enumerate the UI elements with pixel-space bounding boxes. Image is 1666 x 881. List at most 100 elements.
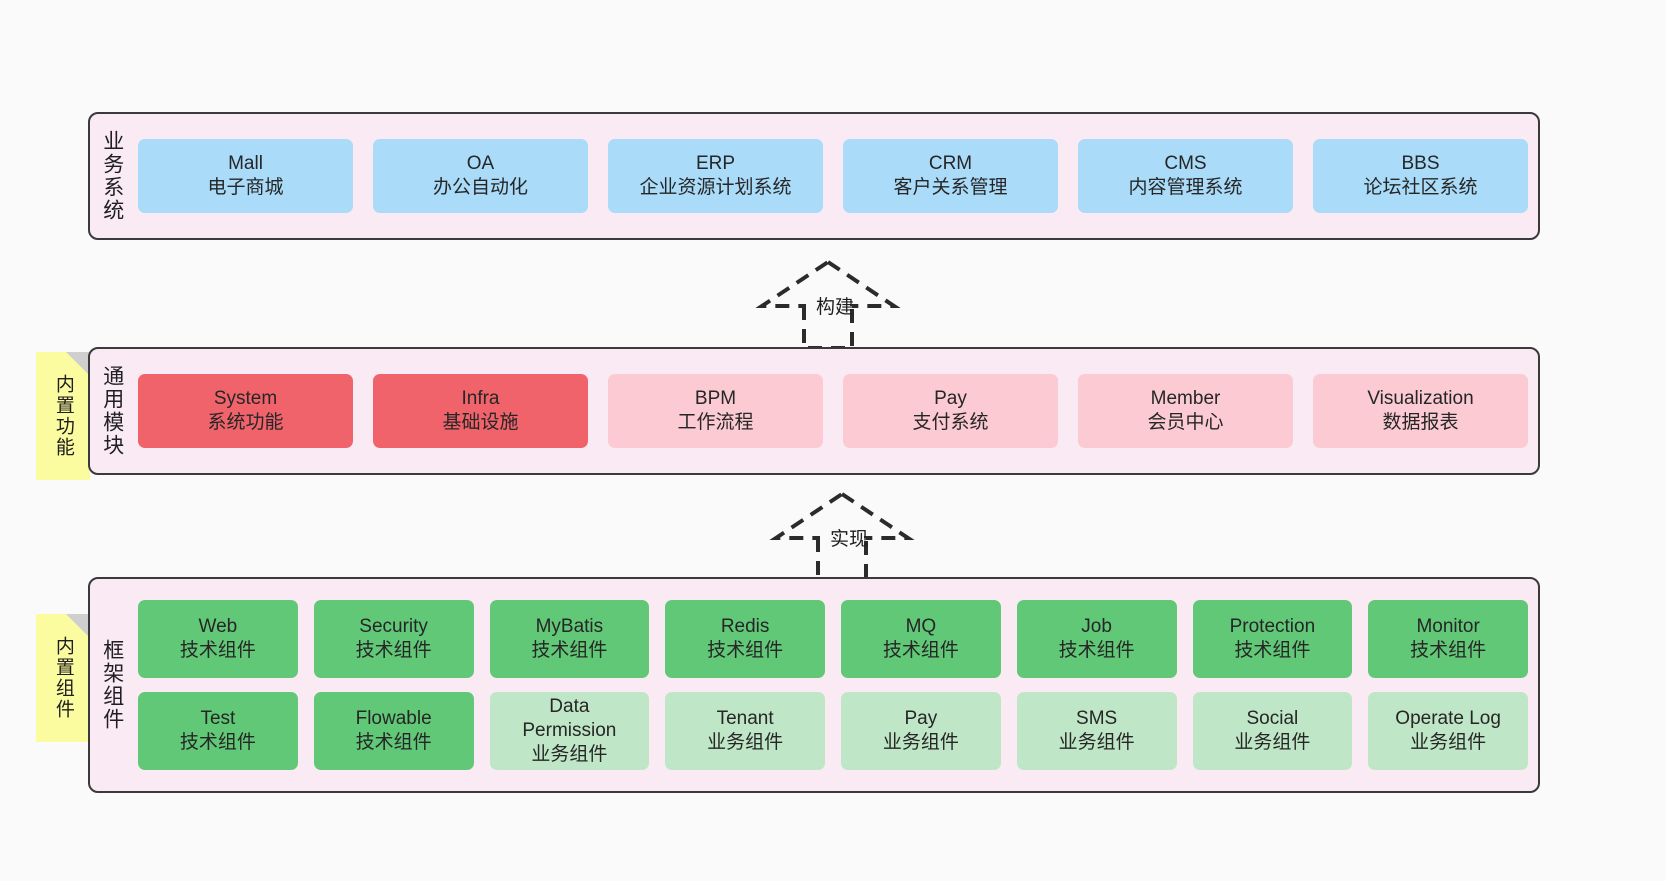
card-title-cn: 企业资源计划系统 bbox=[639, 177, 792, 198]
card-title-cn: 系统功能 bbox=[207, 412, 284, 433]
card-security[interactable]: Security 技术组件 bbox=[313, 600, 474, 678]
note-fold-icon bbox=[66, 352, 90, 376]
card-title-en: Monitor bbox=[1416, 615, 1480, 637]
card-title-en: OA bbox=[466, 152, 495, 174]
card-title-en: Social bbox=[1246, 707, 1299, 729]
card-title-en: BBS bbox=[1401, 152, 1440, 174]
card-title-cn: 基础设施 bbox=[442, 412, 519, 433]
card-row: Web 技术组件 Security 技术组件 MyBatis 技术组件 Redi… bbox=[138, 600, 1528, 678]
card-system[interactable]: System 系统功能 bbox=[138, 374, 353, 448]
card-protection[interactable]: Protection 技术组件 bbox=[1192, 600, 1353, 678]
card-pay[interactable]: Pay 支付系统 bbox=[843, 374, 1058, 448]
card-title-en: Flowable bbox=[355, 707, 432, 729]
layer-title-business-system: 业务系统 bbox=[100, 130, 124, 222]
layer-business-system: 业务系统 Mall 电子商城 OA 办公自动化 ERP 企业资源计划系统 CRM… bbox=[88, 112, 1540, 240]
card-mq[interactable]: MQ 技术组件 bbox=[841, 600, 1001, 678]
layer-title-framework-component: 框架组件 bbox=[100, 639, 124, 731]
card-title-cn: 业务组件 bbox=[1058, 732, 1135, 753]
card-title-cn: 支付系统 bbox=[912, 412, 989, 433]
card-title-cn: 技术组件 bbox=[1058, 640, 1135, 661]
layer-body-common-module: System 系统功能 Infra 基础设施 BPM 工作流程 Pay 支付系统… bbox=[134, 349, 1538, 473]
connector-label-implement: 实现 bbox=[830, 529, 869, 550]
card-title-cn: 会员中心 bbox=[1147, 412, 1224, 433]
card-title-cn: 业务组件 bbox=[707, 732, 784, 753]
card-cms[interactable]: CMS 内容管理系统 bbox=[1078, 139, 1293, 213]
card-title-en: BPM bbox=[694, 387, 737, 409]
card-erp[interactable]: ERP 企业资源计划系统 bbox=[608, 139, 823, 213]
card-title-cn: 技术组件 bbox=[1234, 640, 1311, 661]
card-title-cn: 技术组件 bbox=[531, 640, 608, 661]
card-title-cn: 数据报表 bbox=[1382, 412, 1459, 433]
card-flowable[interactable]: Flowable 技术组件 bbox=[313, 692, 474, 770]
note-label: 内置组件 bbox=[52, 636, 74, 720]
card-title-en: Redis bbox=[720, 615, 770, 637]
card-job[interactable]: Job 技术组件 bbox=[1016, 600, 1177, 678]
card-sms[interactable]: SMS 业务组件 bbox=[1016, 692, 1177, 770]
card-data-permission[interactable]: Data Permission 业务组件 bbox=[489, 692, 650, 770]
card-title-en: Visualization bbox=[1367, 387, 1474, 409]
card-bpm[interactable]: BPM 工作流程 bbox=[608, 374, 823, 448]
card-operate-log[interactable]: Operate Log 业务组件 bbox=[1368, 692, 1528, 770]
note-builtin-function: 内置功能 bbox=[36, 352, 90, 480]
layer-framework-component: 框架组件 Web 技术组件 Security 技术组件 MyBatis 技术组件… bbox=[88, 577, 1540, 793]
card-monitor[interactable]: Monitor 技术组件 bbox=[1368, 600, 1528, 678]
card-title-en: Pay bbox=[904, 707, 938, 729]
card-title-cn: 业务组件 bbox=[1410, 732, 1487, 753]
card-row: System 系统功能 Infra 基础设施 BPM 工作流程 Pay 支付系统… bbox=[138, 374, 1528, 448]
card-redis[interactable]: Redis 技术组件 bbox=[665, 600, 825, 678]
card-mall[interactable]: Mall 电子商城 bbox=[138, 139, 353, 213]
card-title-cn: 业务组件 bbox=[1234, 732, 1311, 753]
card-title-en: Security bbox=[359, 615, 428, 637]
card-oa[interactable]: OA 办公自动化 bbox=[373, 139, 588, 213]
card-title-cn: 办公自动化 bbox=[432, 177, 528, 198]
connector-implement: 实现 bbox=[769, 490, 915, 582]
card-crm[interactable]: CRM 客户关系管理 bbox=[843, 139, 1058, 213]
card-title-en: Data Permission bbox=[522, 695, 617, 741]
card-title-cn: 技术组件 bbox=[355, 732, 432, 753]
card-title-cn: 业务组件 bbox=[882, 732, 959, 753]
generalization-arrow-icon bbox=[769, 491, 915, 582]
layer-title-common-module: 通用模块 bbox=[100, 365, 124, 457]
layer-common-module: 通用模块 System 系统功能 Infra 基础设施 BPM 工作流程 Pay… bbox=[88, 347, 1540, 475]
card-title-cn: 电子商城 bbox=[207, 177, 284, 198]
card-bbs[interactable]: BBS 论坛社区系统 bbox=[1313, 139, 1528, 213]
card-title-cn: 技术组件 bbox=[707, 640, 784, 661]
card-title-en: ERP bbox=[695, 152, 736, 174]
card-member[interactable]: Member 会员中心 bbox=[1078, 374, 1293, 448]
connector-label-build: 构建 bbox=[816, 297, 855, 318]
card-title-en: MyBatis bbox=[535, 615, 604, 637]
card-tenant[interactable]: Tenant 业务组件 bbox=[665, 692, 825, 770]
card-title-en: SMS bbox=[1076, 707, 1118, 729]
card-web[interactable]: Web 技术组件 bbox=[138, 600, 298, 678]
card-title-cn: 客户关系管理 bbox=[893, 177, 1008, 198]
card-title-en: Operate Log bbox=[1395, 707, 1501, 729]
card-row: Mall 电子商城 OA 办公自动化 ERP 企业资源计划系统 CRM 客户关系… bbox=[138, 139, 1528, 213]
card-title-en: MQ bbox=[905, 615, 937, 637]
card-social[interactable]: Social 业务组件 bbox=[1192, 692, 1353, 770]
card-title-en: CMS bbox=[1164, 152, 1207, 174]
card-title-cn: 技术组件 bbox=[179, 640, 256, 661]
card-title-cn: 技术组件 bbox=[882, 640, 959, 661]
layer-body-framework-component: Web 技术组件 Security 技术组件 MyBatis 技术组件 Redi… bbox=[134, 579, 1538, 791]
generalization-arrow-icon bbox=[755, 259, 901, 350]
card-pay-business[interactable]: Pay 业务组件 bbox=[841, 692, 1001, 770]
card-title-cn: 技术组件 bbox=[1410, 640, 1487, 661]
card-visualization[interactable]: Visualization 数据报表 bbox=[1313, 374, 1528, 448]
card-title-en: Pay bbox=[934, 387, 967, 409]
card-title-cn: 工作流程 bbox=[677, 412, 754, 433]
card-test[interactable]: Test 技术组件 bbox=[138, 692, 298, 770]
card-mybatis[interactable]: MyBatis 技术组件 bbox=[489, 600, 650, 678]
card-title-cn: 业务组件 bbox=[531, 744, 608, 766]
card-title-en: Member bbox=[1150, 387, 1221, 409]
note-fold-icon bbox=[66, 614, 90, 638]
card-title-cn: 技术组件 bbox=[179, 732, 256, 753]
card-title-en: Job bbox=[1081, 615, 1112, 637]
layer-body-business-system: Mall 电子商城 OA 办公自动化 ERP 企业资源计划系统 CRM 客户关系… bbox=[134, 114, 1538, 238]
card-infra[interactable]: Infra 基础设施 bbox=[373, 374, 588, 448]
card-title-en: Web bbox=[198, 615, 238, 637]
card-title-en: CRM bbox=[928, 152, 973, 174]
card-title-en: System bbox=[213, 387, 278, 409]
card-title-en: Tenant bbox=[716, 707, 774, 729]
card-row: Test 技术组件 Flowable 技术组件 Data Permission … bbox=[138, 692, 1528, 770]
